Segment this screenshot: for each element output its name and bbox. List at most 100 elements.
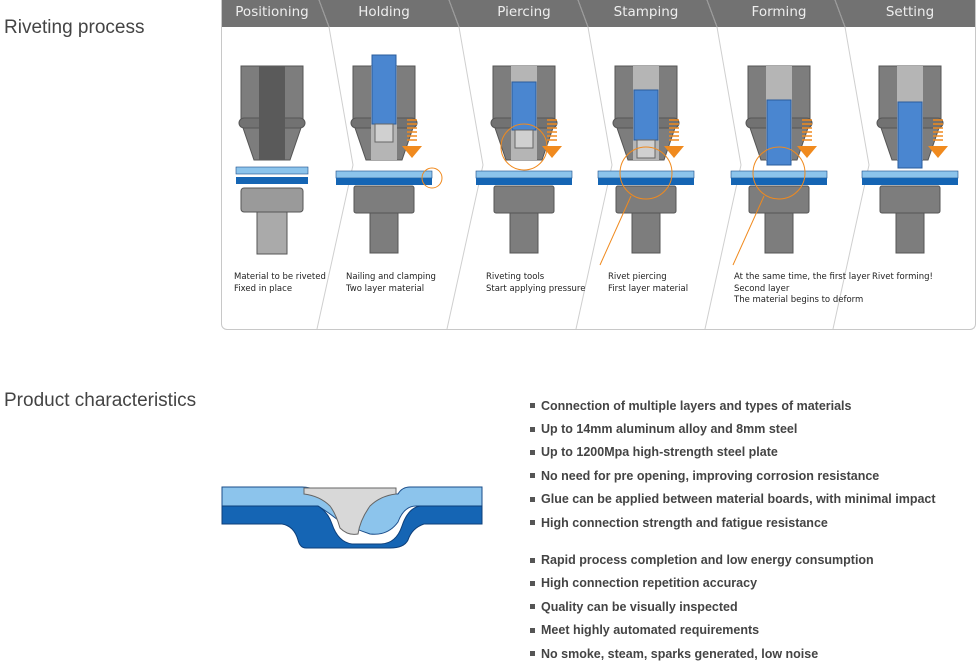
callout-line bbox=[732, 195, 765, 266]
product-characteristics-title: Product characteristics bbox=[4, 390, 197, 411]
bottom-sheet bbox=[476, 178, 572, 185]
highlight-circle bbox=[752, 146, 806, 200]
punch bbox=[511, 81, 537, 131]
top-sheet bbox=[597, 170, 695, 179]
characteristic-item: High connection repetition accuracy bbox=[530, 572, 936, 595]
top-sheet bbox=[335, 170, 433, 179]
bullet-icon bbox=[530, 473, 535, 479]
characteristic-text: No smoke, steam, sparks generated, low n… bbox=[541, 646, 819, 661]
top-sheet bbox=[475, 170, 573, 179]
highlight-circle bbox=[421, 167, 443, 189]
characteristic-item: No smoke, steam, sparks generated, low n… bbox=[530, 642, 936, 665]
rivet bbox=[374, 123, 394, 143]
chevron-divider bbox=[446, 0, 484, 329]
punch bbox=[371, 54, 397, 125]
characteristic-item: Connection of multiple layers and types … bbox=[530, 394, 936, 417]
punch bbox=[633, 89, 659, 141]
characteristic-text: Up to 14mm aluminum alloy and 8mm steel bbox=[541, 422, 798, 437]
top-sheet bbox=[730, 170, 828, 179]
punch bbox=[766, 99, 792, 166]
characteristic-item: Glue can be applied between material boa… bbox=[530, 488, 936, 511]
stage-illustration-forming bbox=[730, 65, 828, 266]
highlight-circle bbox=[500, 123, 548, 171]
riveting-process-title: Riveting process bbox=[4, 17, 145, 38]
pressure-arrow-icon bbox=[402, 146, 422, 158]
rivet bbox=[514, 129, 534, 149]
characteristic-item: Meet highly automated requirements bbox=[530, 619, 936, 642]
characteristic-item: Up to 14mm aluminum alloy and 8mm steel bbox=[530, 417, 936, 440]
anvil-shaft bbox=[256, 211, 288, 255]
stage-illustration-positioning bbox=[235, 65, 309, 255]
characteristic-item: Rapid process completion and low energy … bbox=[530, 548, 936, 571]
characteristic-item: Up to 1200Mpa high-strength steel plate bbox=[530, 441, 936, 464]
bottom-sheet bbox=[731, 178, 827, 185]
stage-header-piercing: Piercing bbox=[497, 4, 551, 20]
pressure-arrow-lines bbox=[407, 119, 417, 141]
punch bbox=[897, 101, 923, 169]
bullet-icon bbox=[530, 403, 535, 409]
lower-die-shaft bbox=[509, 212, 539, 254]
top-sheet bbox=[235, 166, 309, 175]
characteristic-item: No need for pre opening, improving corro… bbox=[530, 464, 936, 487]
stage-header-positioning: Positioning bbox=[235, 4, 309, 20]
lower-die bbox=[879, 185, 941, 214]
pressure-arrow-lines bbox=[547, 119, 557, 141]
bottom-sheet bbox=[862, 178, 958, 185]
pressure-arrow-icon bbox=[928, 146, 948, 158]
stage-caption: Rivet forming! bbox=[872, 272, 933, 284]
bullet-icon bbox=[530, 580, 535, 586]
pressure-arrow-icon bbox=[664, 146, 684, 158]
highlight-circle bbox=[619, 146, 673, 200]
bullet-icon bbox=[530, 520, 535, 526]
stage-header-stamping: Stamping bbox=[613, 4, 679, 20]
characteristic-text: Up to 1200Mpa high-strength steel plate bbox=[541, 445, 778, 460]
characteristic-text: Glue can be applied between material boa… bbox=[541, 492, 936, 507]
lower-die bbox=[493, 185, 555, 214]
anvil bbox=[240, 187, 304, 213]
lower-die-shaft bbox=[764, 212, 794, 254]
stage-header-setting: Setting bbox=[885, 4, 935, 20]
characteristic-text: No need for pre opening, improving corro… bbox=[541, 468, 880, 483]
caption-line: Rivet forming! bbox=[872, 272, 933, 282]
stage-illustration-holding bbox=[335, 54, 443, 254]
pressure-arrow-lines bbox=[933, 119, 943, 141]
bullet-icon bbox=[530, 449, 535, 455]
caption-line: At the same time, the first layer bbox=[734, 272, 871, 282]
top-sheet bbox=[861, 170, 959, 179]
caption-line: Start applying pressure bbox=[486, 283, 586, 294]
characteristics-list: Connection of multiple layers and types … bbox=[530, 394, 936, 665]
lower-die-shaft bbox=[631, 212, 661, 254]
characteristic-text: Rapid process completion and low energy … bbox=[541, 553, 874, 568]
caption-line: Two layer material bbox=[346, 283, 425, 294]
rivet bbox=[636, 139, 656, 159]
caption-line: Nailing and clamping bbox=[346, 272, 436, 282]
process-illustration bbox=[222, 0, 975, 329]
characteristic-text: High connection repetition accuracy bbox=[541, 576, 758, 591]
bullet-icon bbox=[530, 557, 535, 563]
rivet-cross-section-illustration bbox=[221, 486, 483, 549]
bottom-sheet bbox=[336, 178, 432, 185]
bullet-icon bbox=[530, 651, 535, 657]
header-bar bbox=[222, 0, 975, 27]
chevron-divider-header bbox=[706, 0, 718, 28]
lower-die-shaft bbox=[895, 212, 925, 254]
pressure-arrow-lines bbox=[802, 119, 812, 141]
pressure-arrow-icon bbox=[797, 146, 817, 158]
characteristic-text: High connection strength and fatigue res… bbox=[541, 515, 828, 530]
stage-header-holding: Holding bbox=[358, 4, 410, 20]
caption-line: Riveting tools bbox=[486, 272, 545, 282]
chevron-divider-header bbox=[448, 0, 460, 28]
characteristic-text: Meet highly automated requirements bbox=[541, 623, 760, 638]
stage-illustration-setting bbox=[861, 65, 959, 254]
chevron-divider-header bbox=[318, 0, 330, 28]
caption-line: The material begins to deform bbox=[734, 295, 864, 305]
bottom-sheet bbox=[598, 178, 694, 185]
characteristic-text: Quality can be visually inspected bbox=[541, 599, 738, 614]
chevron-divider-header bbox=[577, 0, 589, 28]
bullet-icon bbox=[530, 496, 535, 502]
